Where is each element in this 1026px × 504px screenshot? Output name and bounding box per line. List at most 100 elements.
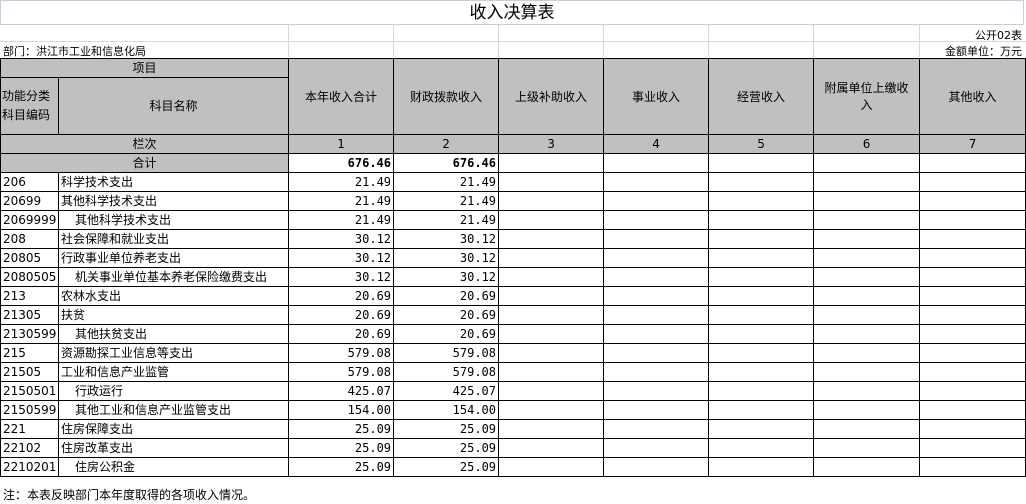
empty-cell	[603, 419, 710, 439]
empty-cell	[498, 286, 605, 306]
column-number: 5	[708, 134, 815, 154]
empty-cell	[708, 267, 815, 287]
table-row: 20805 行政事业单位养老支出 30.12 30.12	[0, 248, 1026, 268]
empty-cell	[813, 457, 921, 477]
empty-cell	[498, 305, 605, 325]
table-row: 2150599 其他工业和信息产业监管支出 154.00 154.00	[0, 400, 1026, 420]
empty-cell	[813, 324, 921, 344]
empty-cell	[603, 153, 710, 173]
row-name: 扶贫	[57, 305, 290, 325]
empty-cell	[603, 438, 710, 458]
empty-cell	[813, 419, 921, 439]
table-row: 2130599 其他扶贫支出 20.69 20.69	[0, 324, 1026, 344]
table-row: 21505 工业和信息产业监管 579.08 579.08	[0, 362, 1026, 382]
row-name: 农林水支出	[57, 286, 290, 306]
row-fiscal: 25.09	[393, 419, 500, 439]
empty-cell	[813, 191, 921, 211]
row-fiscal: 21.49	[393, 191, 500, 211]
empty-cell	[603, 229, 710, 249]
empty-cell	[919, 457, 1026, 477]
total-value: 676.46	[288, 153, 395, 173]
table-row: 22102 住房改革支出 25.09 25.09	[0, 438, 1026, 458]
row-fiscal: 20.69	[393, 324, 500, 344]
row-code: 2210201	[0, 457, 59, 477]
empty-cell	[498, 381, 605, 401]
empty-cell	[919, 210, 1026, 230]
report-title: 收入决算表	[0, 0, 1024, 25]
empty-cell	[708, 400, 815, 420]
row-fiscal: 20.69	[393, 286, 500, 306]
form-number: 公开02表	[975, 29, 1022, 42]
empty-cell	[708, 457, 815, 477]
empty-cell	[603, 267, 710, 287]
header-name: 科目名称	[57, 77, 290, 135]
header-col-6: 附属单位上缴收入	[813, 58, 921, 135]
empty-cell	[919, 381, 1026, 401]
empty-cell	[919, 172, 1026, 192]
table-row: 206 科学技术支出 21.49 21.49	[0, 172, 1026, 192]
row-name: 行政运行	[57, 381, 290, 401]
row-name: 资源勘探工业信息等支出	[57, 343, 290, 363]
row-fiscal: 30.12	[393, 248, 500, 268]
empty-cell	[919, 153, 1026, 173]
row-fiscal: 20.69	[393, 305, 500, 325]
gridline	[813, 25, 814, 58]
empty-cell	[498, 343, 605, 363]
header-col-1: 本年收入合计	[288, 58, 395, 135]
row-total: 21.49	[288, 210, 395, 230]
row-name: 社会保障和就业支出	[57, 229, 290, 249]
row-name: 其他扶贫支出	[57, 324, 290, 344]
empty-cell	[919, 362, 1026, 382]
column-number: 7	[919, 134, 1026, 154]
header-col-7: 其他收入	[919, 58, 1026, 135]
table-row: 208 社会保障和就业支出 30.12 30.12	[0, 229, 1026, 249]
empty-cell	[813, 286, 921, 306]
row-fiscal: 25.09	[393, 438, 500, 458]
row-name: 其他工业和信息产业监管支出	[57, 400, 290, 420]
table-row: 213 农林水支出 20.69 20.69	[0, 286, 1026, 306]
header-col-5: 经营收入	[708, 58, 815, 135]
column-index-label: 栏次	[0, 134, 290, 154]
row-fiscal: 21.49	[393, 172, 500, 192]
empty-cell	[603, 381, 710, 401]
row-total: 30.12	[288, 267, 395, 287]
empty-cell	[498, 457, 605, 477]
row-code: 215	[0, 343, 59, 363]
empty-cell	[708, 210, 815, 230]
empty-cell	[813, 305, 921, 325]
empty-cell	[603, 286, 710, 306]
gridline	[708, 25, 709, 58]
row-name: 其他科学技术支出	[57, 210, 290, 230]
row-fiscal: 579.08	[393, 362, 500, 382]
table-row: 20699 其他科学技术支出 21.49 21.49	[0, 191, 1026, 211]
empty-cell	[813, 400, 921, 420]
row-fiscal: 425.07	[393, 381, 500, 401]
row-fiscal: 579.08	[393, 343, 500, 363]
row-fiscal: 30.12	[393, 267, 500, 287]
empty-cell	[919, 286, 1026, 306]
row-code: 21305	[0, 305, 59, 325]
empty-cell	[919, 438, 1026, 458]
table-row: 221 住房保障支出 25.09 25.09	[0, 419, 1026, 439]
empty-cell	[603, 343, 710, 363]
row-fiscal: 30.12	[393, 229, 500, 249]
empty-cell	[603, 191, 710, 211]
empty-cell	[708, 153, 815, 173]
unit-label: 金额单位：万元	[945, 45, 1022, 58]
column-number: 1	[288, 134, 395, 154]
empty-cell	[813, 229, 921, 249]
row-code: 2150599	[0, 400, 59, 420]
header-code: 功能分类科目编码	[0, 77, 59, 135]
empty-cell	[919, 191, 1026, 211]
row-code: 20699	[0, 191, 59, 211]
row-name: 住房保障支出	[57, 419, 290, 439]
empty-cell	[708, 324, 815, 344]
row-name: 行政事业单位养老支出	[57, 248, 290, 268]
row-code: 2150501	[0, 381, 59, 401]
row-code: 2069999	[0, 210, 59, 230]
empty-cell	[813, 153, 921, 173]
empty-cell	[708, 381, 815, 401]
row-total: 25.09	[288, 457, 395, 477]
empty-cell	[603, 457, 710, 477]
header-item: 项目	[0, 58, 290, 78]
